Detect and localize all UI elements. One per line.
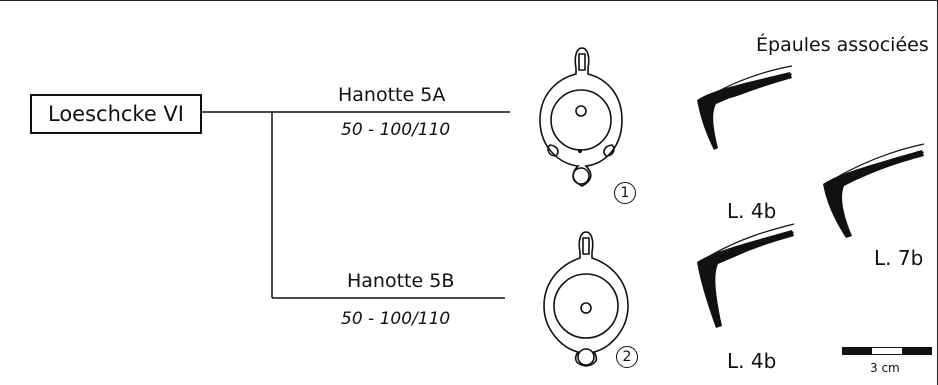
lamp-2-disc <box>553 273 619 339</box>
type-5b-name: Hanotte 5B <box>347 270 455 292</box>
lamp-1-volute-right <box>603 144 615 157</box>
lamp-2-drawing <box>543 231 629 367</box>
shoulders-title: Épaules associées <box>756 34 929 56</box>
scale-bar <box>842 347 932 355</box>
scale-label: 3 cm <box>870 361 900 375</box>
lamp-1-nozzle-hole <box>572 167 590 185</box>
root-type-label: Loeschcke VI <box>47 102 184 126</box>
shoulder-profile-3 <box>697 223 795 328</box>
shoulder-3-label: L. 4b <box>727 349 777 373</box>
lamp-2-nozzle-hole <box>577 348 595 366</box>
lamp-1-filling-hole <box>575 105 587 117</box>
type-5a-date: 50 - 100/110 <box>341 120 451 140</box>
lamp-1-disc <box>550 89 612 151</box>
lamp-1-outline <box>539 47 623 187</box>
lamp-1-volute-left <box>547 144 559 157</box>
lamp-2-number: 2 <box>616 346 638 368</box>
tree-connectors <box>202 111 510 299</box>
shoulder-2-label: L. 7b <box>874 246 924 270</box>
type-5b-date: 50 - 100/110 <box>341 309 451 329</box>
lamp-1-drawing <box>539 47 623 187</box>
lamp-2-filling-hole <box>580 302 592 314</box>
root-type-box: Loeschcke VI <box>30 94 202 134</box>
lamp-2-outline <box>543 231 629 367</box>
shoulder-profile-2 <box>823 143 925 238</box>
type-5a-name: Hanotte 5A <box>338 84 446 106</box>
shoulder-profile-1 <box>697 65 793 150</box>
shoulder-1-label: L. 4b <box>727 199 777 223</box>
lamp-1-number: 1 <box>614 182 636 204</box>
